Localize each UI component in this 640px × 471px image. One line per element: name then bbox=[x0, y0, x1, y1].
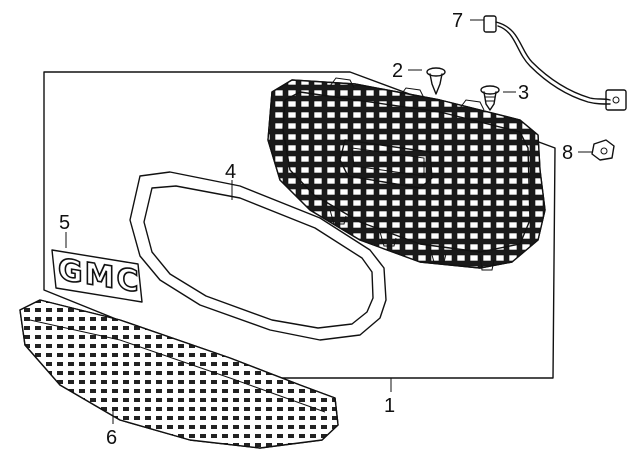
push-pin-clip bbox=[426, 67, 446, 95]
callout-2: 2 bbox=[392, 60, 403, 82]
gmc-emblem: GMC bbox=[51, 249, 143, 303]
callout-7: 7 bbox=[452, 10, 463, 32]
upper-grille bbox=[267, 77, 546, 271]
leader-lines bbox=[65, 19, 592, 424]
emblem-surround bbox=[129, 171, 387, 341]
assembly-boundary bbox=[43, 71, 556, 379]
sensor-bracket bbox=[591, 139, 615, 161]
callout-8: 8 bbox=[562, 142, 573, 164]
callouts: 1 2 3 4 5 6 7 8 bbox=[59, 10, 573, 449]
callout-4: 4 bbox=[225, 161, 236, 183]
lower-grille bbox=[19, 299, 339, 449]
gmc-emblem-text: GMC bbox=[58, 252, 140, 300]
callout-1: 1 bbox=[384, 395, 395, 417]
screw bbox=[480, 85, 500, 111]
callout-6: 6 bbox=[106, 427, 117, 449]
wiring-harness bbox=[483, 15, 627, 111]
callout-5: 5 bbox=[59, 212, 70, 234]
callout-3: 3 bbox=[518, 82, 529, 104]
